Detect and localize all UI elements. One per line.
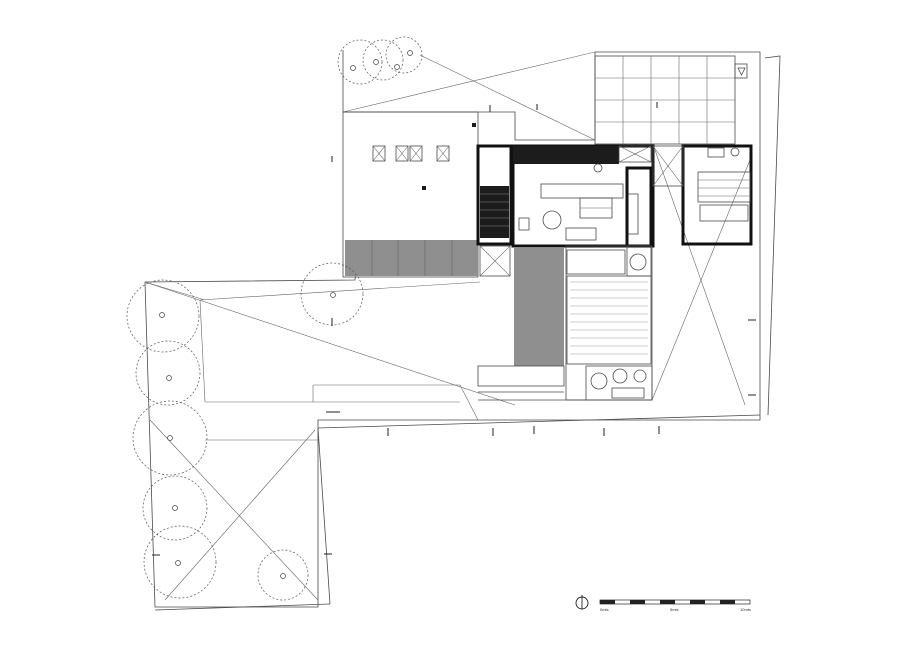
scale-bar: 0mts 5mts 10mts <box>599 599 751 612</box>
house-main <box>511 144 655 248</box>
site-boundary <box>144 50 781 611</box>
north-arrow-icon <box>575 595 589 610</box>
greenhouse-grid <box>594 55 748 145</box>
trees <box>126 36 423 601</box>
scale-label-10: 10mts <box>740 607 751 612</box>
roof-diagonals <box>144 51 751 601</box>
scale-label-5: 5mts <box>670 607 679 612</box>
bedroom-wing <box>625 144 753 248</box>
pool-courtyard <box>477 245 653 401</box>
column-marks <box>152 102 756 556</box>
skylight-group <box>372 145 450 162</box>
terrace-block <box>342 111 479 278</box>
scale-label-0: 0mts <box>600 607 609 612</box>
stair-block <box>476 144 513 277</box>
